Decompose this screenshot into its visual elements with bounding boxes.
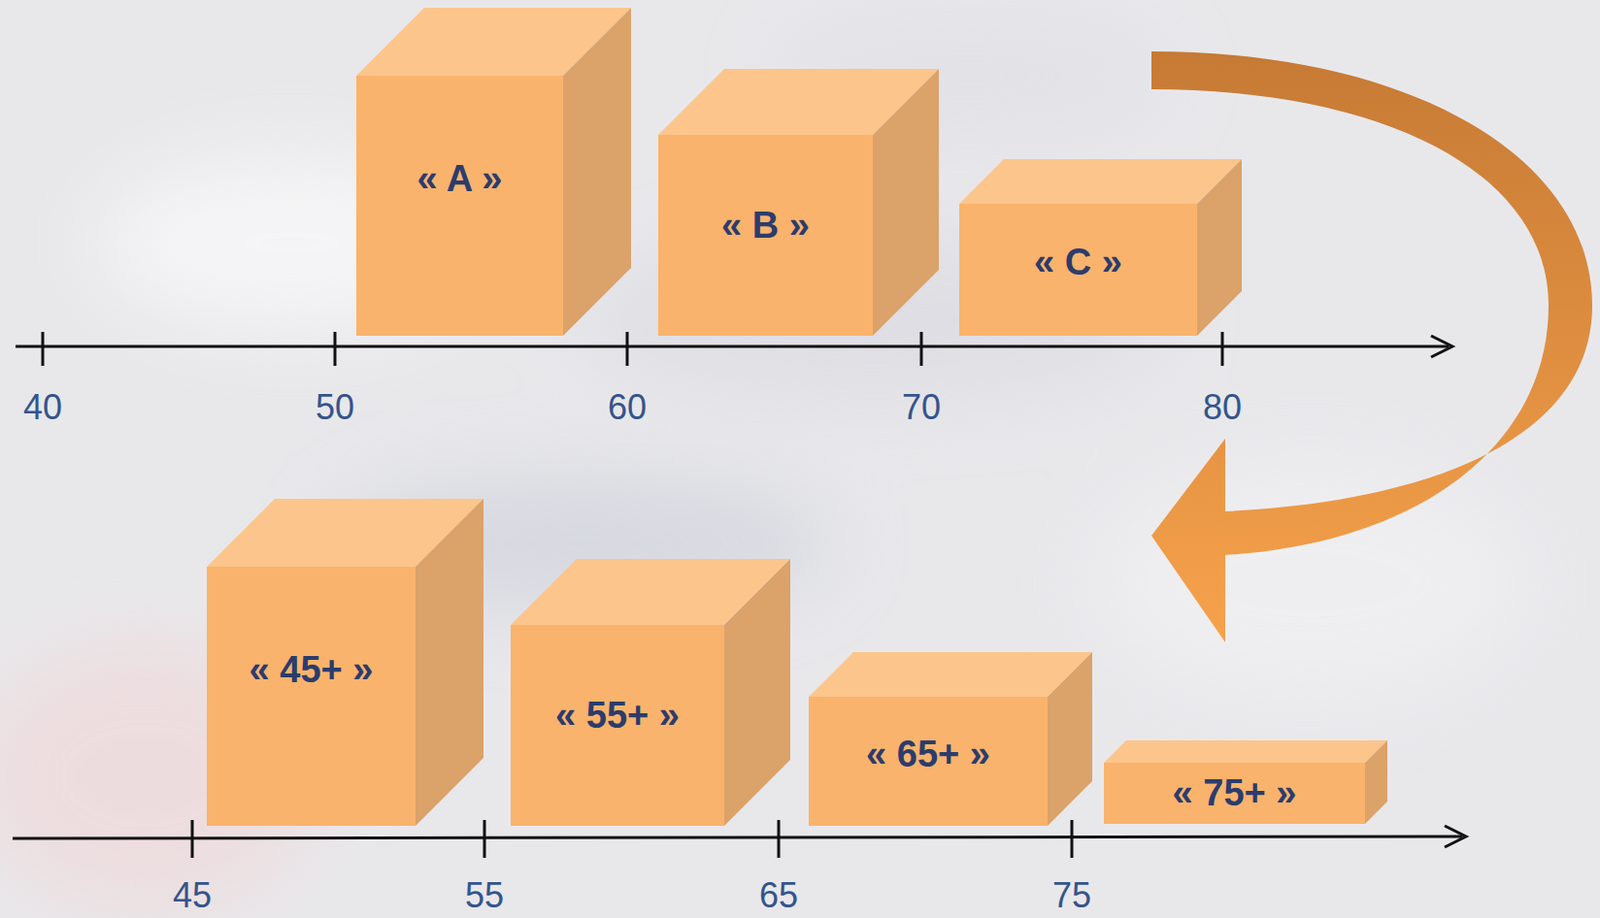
cube-box: « 55+ » (510, 625, 725, 827)
cube-shape (510, 559, 791, 827)
box-label: « C » (1033, 242, 1123, 284)
axis-value: 50 (315, 388, 355, 428)
axis-value: 70 (901, 388, 941, 428)
box-label: « 45+ » (249, 650, 374, 692)
cube-box: « 65+ » (808, 697, 1048, 827)
axis-value: 75 (1052, 876, 1092, 916)
axis-value: 40 (23, 388, 63, 428)
box-label: « 65+ » (866, 734, 991, 776)
box-label: « B » (721, 204, 810, 246)
cube-box: « C » (959, 203, 1198, 336)
cube-box: « 75+ » (1103, 763, 1366, 825)
axis-value: 60 (607, 388, 647, 428)
axis-value: 55 (465, 876, 504, 916)
axis-value: 65 (759, 876, 799, 916)
box-label: « 75+ » (1172, 773, 1298, 815)
axis-value: 45 (172, 876, 212, 916)
axis-value: 80 (1202, 388, 1242, 428)
box-label: « A » (416, 159, 502, 200)
top-axis (15, 332, 1453, 367)
cube-box: « B » (658, 134, 873, 336)
cube-box: « 45+ » (206, 566, 416, 827)
curved-arrow (1151, 51, 1593, 643)
box-label: « 55+ » (555, 695, 680, 736)
cube-shape (658, 68, 939, 336)
cube-box: « A » (356, 75, 564, 336)
